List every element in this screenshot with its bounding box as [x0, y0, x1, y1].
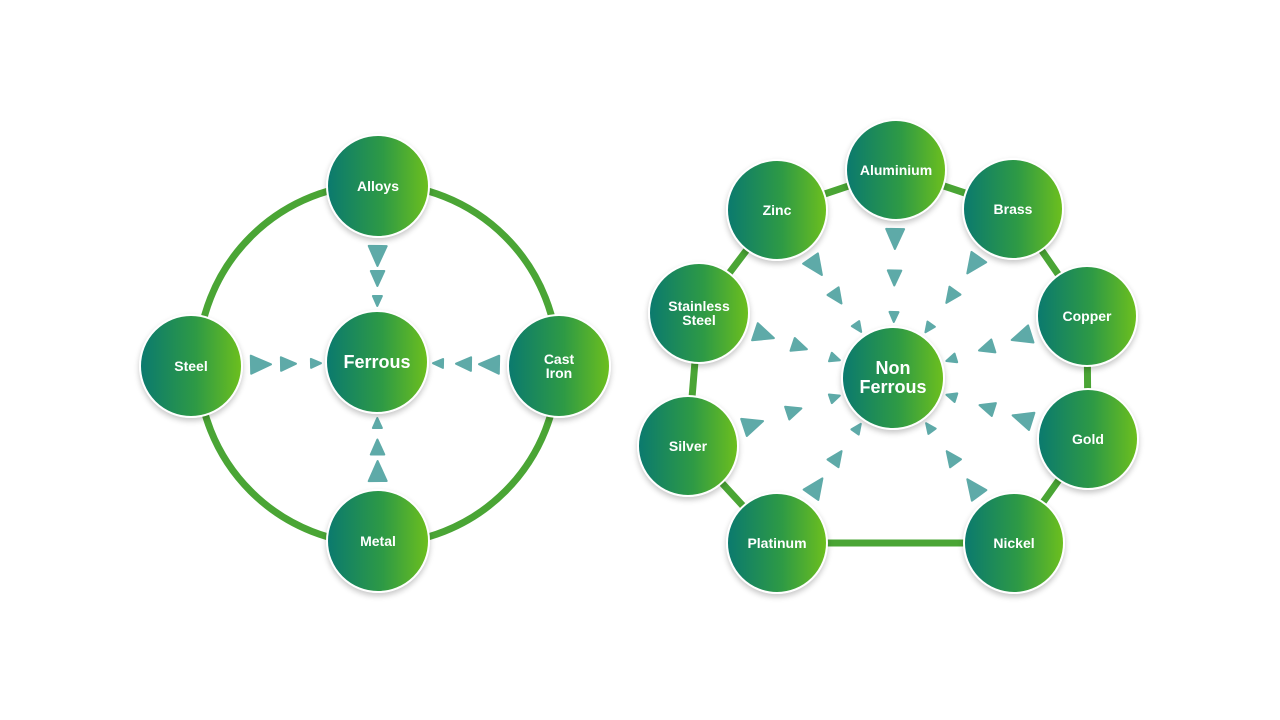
- non-ferrous-arrow: [925, 422, 937, 435]
- node-metal-label: Metal: [360, 533, 396, 549]
- non-ferrous-arrow: [802, 477, 824, 501]
- non-ferrous-arrow: [1010, 324, 1035, 344]
- non-ferrous-arrow: [1011, 411, 1036, 431]
- node-non-ferrous-label: Non Ferrous: [859, 358, 927, 397]
- ferrous-arrow: [371, 417, 383, 429]
- node-metal: Metal: [326, 489, 430, 593]
- non-ferrous-arrow: [945, 352, 959, 364]
- node-cast-iron-label: Cast Iron: [543, 351, 575, 381]
- node-aluminium-label: Aluminium: [859, 162, 933, 178]
- node-copper: Copper: [1036, 265, 1138, 367]
- node-nickel: Nickel: [963, 492, 1065, 594]
- non-ferrous-arrow: [945, 392, 959, 403]
- ferrous-arrow: [369, 270, 386, 287]
- non-ferrous-arrow: [978, 402, 997, 417]
- non-ferrous-arrow: [945, 285, 962, 304]
- non-ferrous-arrow: [978, 338, 997, 354]
- ferrous-arrow: [369, 438, 386, 456]
- non-ferrous-arrow: [924, 320, 936, 334]
- node-aluminium: Aluminium: [845, 119, 947, 221]
- non-ferrous-arrow: [886, 269, 903, 287]
- node-steel: Steel: [139, 314, 243, 418]
- non-ferrous-arrow: [850, 422, 862, 436]
- ferrous-arrow: [367, 244, 388, 267]
- node-alloys: Alloys: [326, 134, 430, 238]
- non-ferrous-arrow: [945, 450, 962, 469]
- node-brass-label: Brass: [993, 201, 1033, 217]
- non-ferrous-arrow: [784, 405, 803, 421]
- node-gold-label: Gold: [1072, 431, 1104, 447]
- node-ferrous-label: Ferrous: [343, 351, 411, 372]
- node-stainless-steel: Stainless Steel: [648, 262, 750, 364]
- node-silver-label: Silver: [668, 438, 708, 454]
- non-ferrous-arrow: [826, 286, 843, 305]
- non-ferrous-arrow: [850, 320, 863, 333]
- non-ferrous-arrow: [826, 450, 843, 469]
- node-brass: Brass: [962, 158, 1064, 260]
- node-alloys-label: Alloys: [356, 178, 399, 194]
- ferrous-arrow: [432, 358, 445, 369]
- non-ferrous-arrow: [789, 337, 808, 352]
- non-ferrous-arrow: [827, 393, 841, 405]
- non-ferrous-arrow: [740, 417, 764, 437]
- non-ferrous-arrow: [751, 322, 775, 342]
- non-ferrous-arrow: [966, 250, 988, 275]
- node-copper-label: Copper: [1062, 308, 1112, 324]
- ferrous-arrow: [478, 354, 501, 375]
- node-nickel-label: Nickel: [993, 535, 1035, 551]
- ferrous-arrow: [371, 295, 383, 307]
- ferrous-arrow: [455, 356, 473, 372]
- non-ferrous-arrow: [885, 227, 906, 250]
- node-zinc: Zinc: [726, 159, 828, 261]
- node-steel-label: Steel: [174, 358, 208, 374]
- ferrous-arrow: [249, 354, 272, 375]
- ferrous-arrow: [279, 356, 297, 372]
- node-gold: Gold: [1037, 388, 1139, 490]
- node-silver: Silver: [637, 395, 739, 497]
- non-ferrous-arrow: [828, 351, 841, 363]
- node-ferrous: Ferrous: [325, 310, 429, 414]
- node-stainless-steel-label: Stainless Steel: [668, 298, 730, 328]
- non-ferrous-arrow: [888, 310, 900, 323]
- node-cast-iron: Cast Iron: [507, 314, 611, 418]
- node-platinum-label: Platinum: [747, 535, 807, 551]
- ferrous-arrow: [309, 357, 322, 369]
- node-zinc-label: Zinc: [762, 202, 792, 218]
- non-ferrous-arrow: [966, 478, 988, 502]
- node-non-ferrous: Non Ferrous: [841, 326, 945, 430]
- non-ferrous-arrow: [802, 252, 823, 276]
- ferrous-arrow: [367, 460, 388, 483]
- node-platinum: Platinum: [726, 492, 828, 594]
